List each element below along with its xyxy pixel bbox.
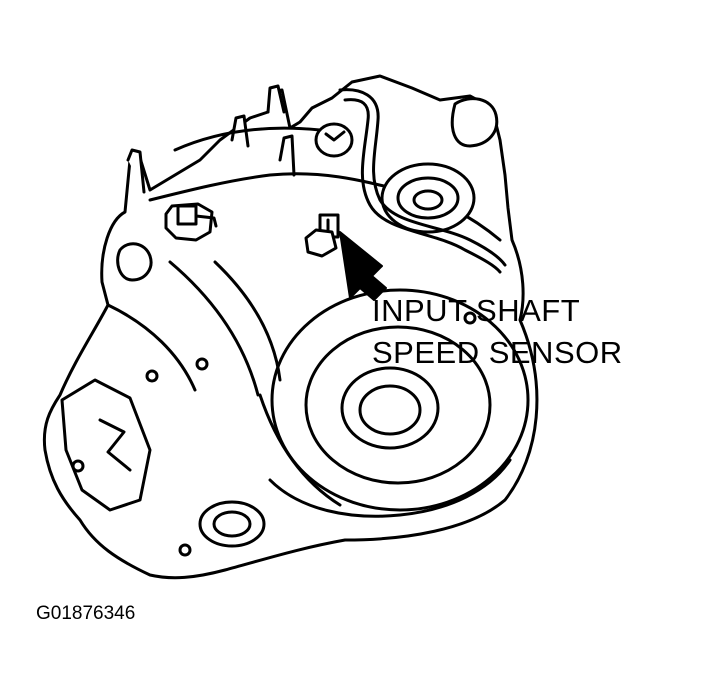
lower-left-boss-inner xyxy=(212,510,252,538)
rib-2 xyxy=(213,260,282,382)
right-upper-cap xyxy=(450,97,499,148)
left-bracket xyxy=(60,378,152,512)
bolt-5 xyxy=(463,311,477,325)
bolt-1 xyxy=(145,369,159,383)
sensor-base xyxy=(304,228,338,258)
left-mount-ear xyxy=(116,242,153,282)
bolt-2 xyxy=(195,357,209,371)
left-bracket-notch xyxy=(98,418,132,472)
top-boss-center xyxy=(278,134,296,177)
lower-left-boss xyxy=(198,500,266,548)
bell-housing-hub xyxy=(340,366,440,450)
rib-4 xyxy=(258,393,342,507)
callout-label: INPUT SHAFT SPEED SENSOR xyxy=(372,290,623,374)
bell-housing-hub-inner xyxy=(358,384,422,436)
callout-arrow xyxy=(339,231,387,301)
bell-housing-mid xyxy=(304,325,492,485)
oil-pipe xyxy=(338,88,507,267)
left-connector-clip xyxy=(194,214,218,228)
top-boss-left xyxy=(126,148,146,194)
figure-id: G01876346 xyxy=(36,603,136,624)
bolt-3 xyxy=(71,459,85,473)
bolt-4 xyxy=(178,543,192,557)
lower-ridge xyxy=(268,458,512,518)
left-connector-plug xyxy=(176,204,198,226)
rib-1 xyxy=(168,260,260,397)
top-boss-spike xyxy=(266,84,286,114)
bell-housing-outer xyxy=(270,288,530,512)
top-fitting-inner xyxy=(324,130,346,142)
callout-line-2: SPEED SENSOR xyxy=(372,335,623,370)
callout-line-1: INPUT SHAFT xyxy=(372,293,581,328)
right-boss-core xyxy=(412,189,444,211)
upper-deck-2 xyxy=(173,126,322,152)
oil-pipe-inner xyxy=(343,98,502,274)
rib-3 xyxy=(106,303,197,392)
